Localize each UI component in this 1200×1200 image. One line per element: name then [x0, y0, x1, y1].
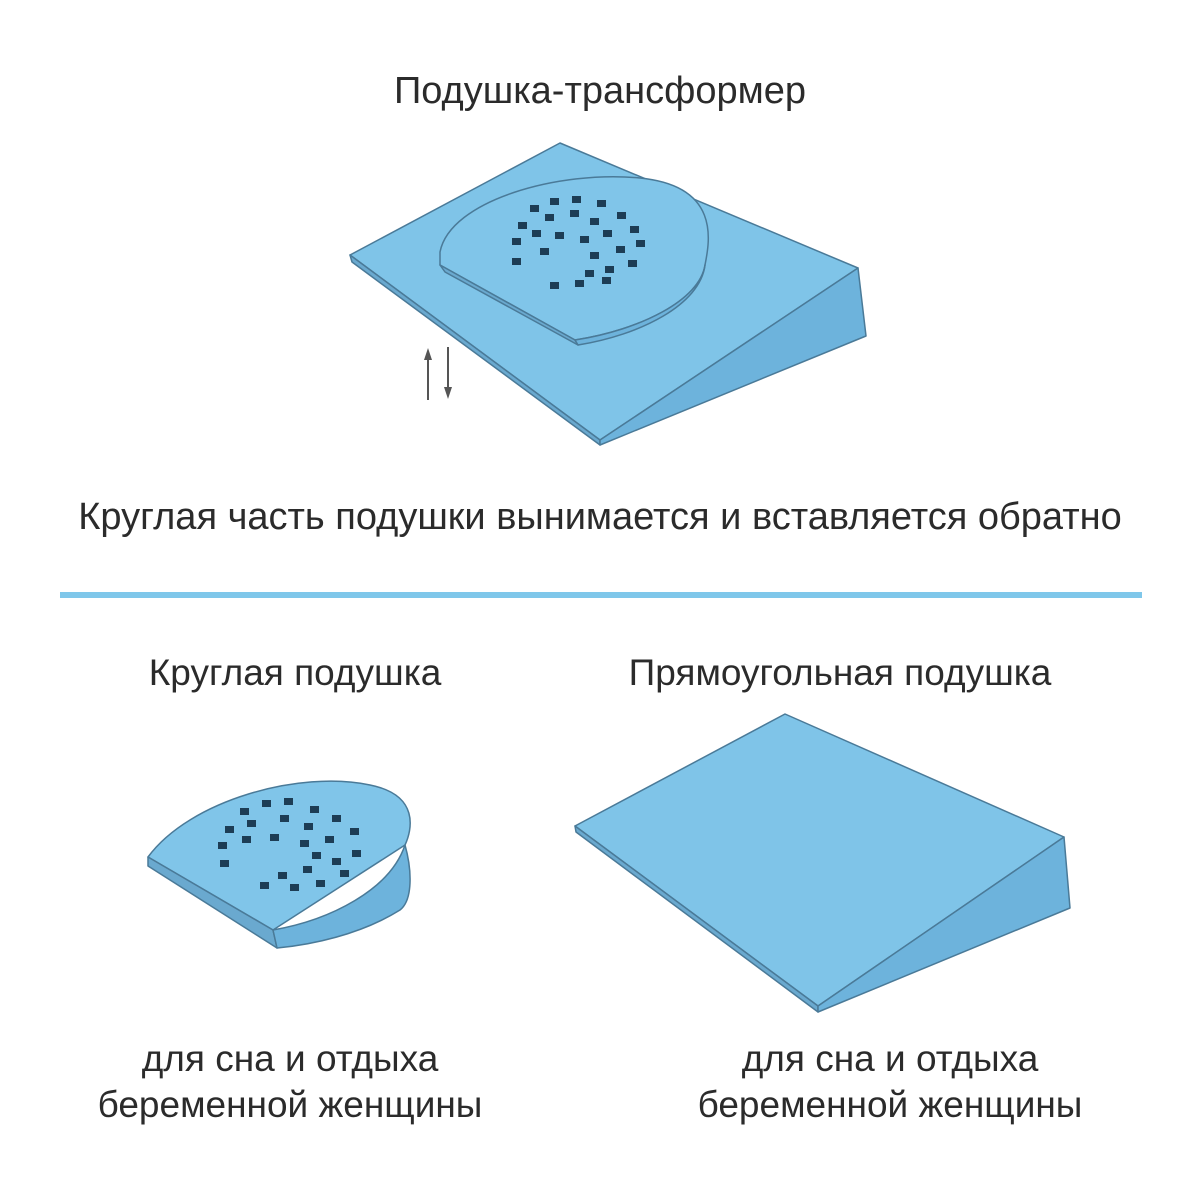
description-line: для сна и отдыха [741, 1038, 1039, 1079]
transformer-caption: Круглая часть подушки вынимается и встав… [78, 496, 1122, 538]
round-pillow-description: для сна и отдыха беременной женщины [80, 1036, 500, 1128]
round-pillow-icon [147, 780, 411, 949]
section-divider [60, 592, 1142, 598]
description-line: беременной женщины [697, 1084, 1083, 1125]
rectangular-pillow-icon [574, 713, 1071, 1013]
round-pillow-title: Круглая подушка [148, 652, 442, 693]
description-line: для сна и отдыха [141, 1038, 439, 1079]
rectangular-pillow-description: для сна и отдыха беременной женщины [660, 1036, 1120, 1128]
description-line: беременной женщины [97, 1084, 483, 1125]
transformer-pillow-title: Подушка-трансформер [393, 70, 807, 112]
transformer-pillow-icon [349, 142, 867, 446]
rectangular-pillow-title: Прямоугольная подушка [628, 652, 1052, 693]
